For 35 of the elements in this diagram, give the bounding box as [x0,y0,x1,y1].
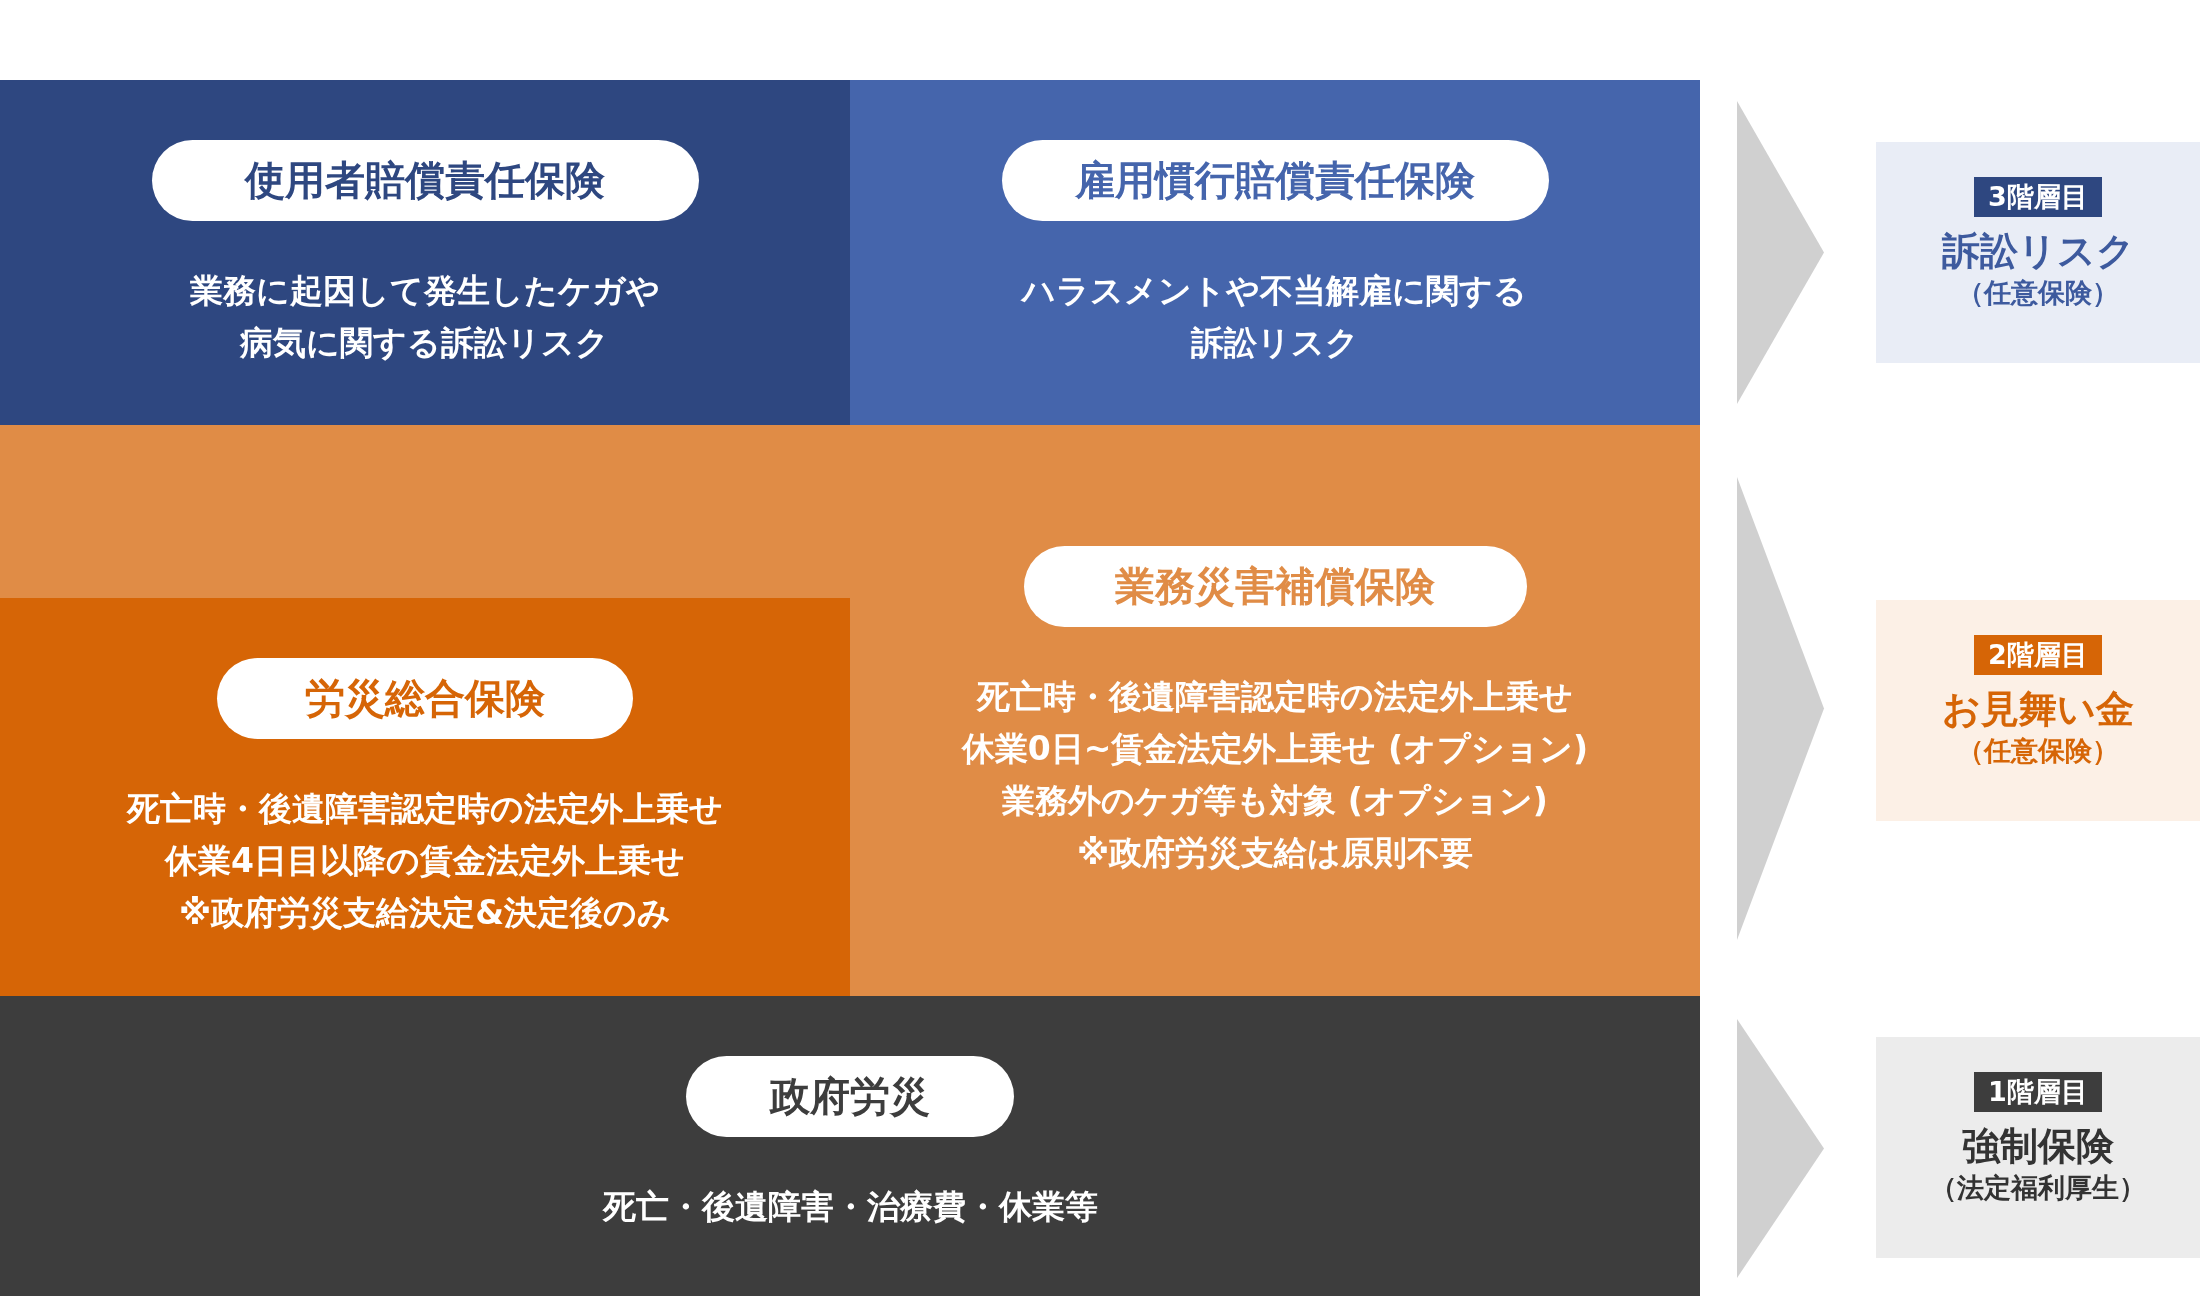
tier-title: 強制保険 [1962,1123,2114,1170]
description-text: ハラスメントや不当解雇に関する訴訟リスク [1019,270,1529,364]
description-text: 業務外のケガ等も対象 (オプション) [1002,780,1548,822]
description-text: 休業4日目以降の賃金法定外上乗せ [165,840,685,882]
tier-badge: 2階層目 [1974,635,2102,675]
title-pill: 政府労災 [686,1056,1014,1137]
tier-title: 訴訟リスク [1941,228,2135,275]
title-pill: 業務災害補償保険 [1023,546,1527,627]
description-text: 死亡時・後遺障害認定時の法定外上乗せ [127,788,723,830]
insurance-band [0,996,1700,1296]
tier-box [1876,142,2200,363]
insurance-band [0,80,850,425]
insurance-band [850,80,1700,425]
title-pill: 雇用慣行賠償責任保険 [1001,140,1549,221]
tier-badge: 3階層目 [1974,177,2102,217]
tier-note: （法定福利厚生） [1930,1171,2146,1205]
tier-note: （任意保険） [1957,276,2119,310]
tier-box [1876,1037,2200,1258]
chevron-arrow [1737,477,1824,940]
description-text: ※政府労災支給決定&決定後のみ [179,892,671,934]
description-text: 業務に起因して発生したケガや病気に関する訴訟リスク [189,270,661,364]
chevron-arrow [1737,101,1824,404]
insurance-band [0,425,1700,996]
tier-badge: 1階層目 [1974,1072,2102,1112]
description-text: 死亡・後遺障害・治療費・休業等 [602,1186,1098,1228]
title-pill: 労災総合保険 [217,658,633,739]
insurance-band [0,598,850,996]
tier-box [1876,600,2200,821]
description-text: ※政府労災支給は原則不要 [1076,832,1474,874]
description-text: 休業0日~賃金法定外上乗せ (オプション) [961,728,1589,770]
tier-note: （任意保険） [1957,734,2119,768]
title-pill: 使用者賠償責任保険 [151,140,699,221]
chevron-arrow [1737,1019,1824,1278]
tier-title: お見舞い金 [1942,686,2134,733]
description-text: 死亡時・後遺障害認定時の法定外上乗せ [977,676,1573,718]
